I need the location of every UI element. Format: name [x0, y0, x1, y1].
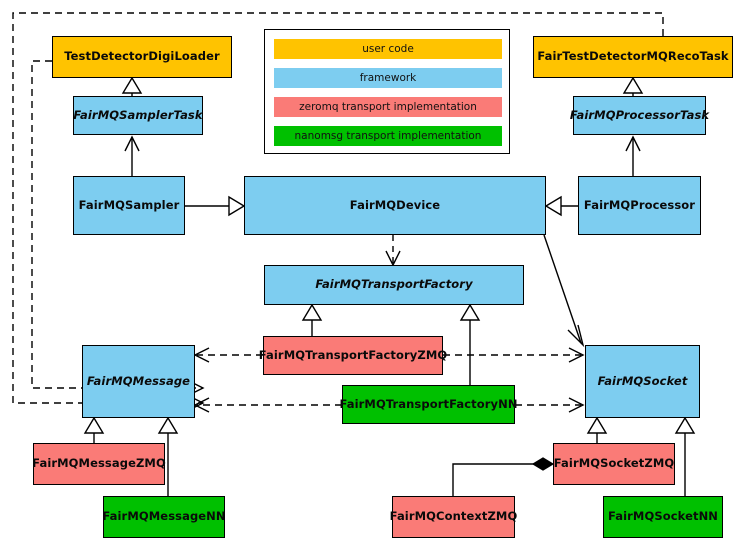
edge-sampler-to-samplertask — [124, 135, 140, 176]
edge-socketnn-to-socket — [674, 416, 696, 496]
class-label: FairMQTransportFactory — [315, 277, 473, 292]
class-node-FairMQDevice[interactable]: FairMQDevice — [244, 176, 546, 235]
class-node-FairMQMessage[interactable]: FairMQMessage — [82, 345, 195, 418]
class-node-FairMQSamplerTask[interactable]: FairMQSamplerTask — [73, 96, 203, 135]
class-node-FairMQTransportFactoryNN[interactable]: FairMQTransportFactoryNN — [339, 385, 518, 424]
class-label: FairMQSampler — [78, 197, 180, 212]
edge-processor-to-processortask — [625, 135, 641, 176]
class-label: FairMQProcessor — [583, 197, 696, 212]
class-node-FairMQProcessorTask[interactable]: FairMQProcessorTask — [569, 96, 710, 135]
edge-socketzmq-to-socket — [586, 416, 608, 443]
edge-sampler-to-device — [185, 195, 246, 217]
edge-device-to-socket — [543, 234, 585, 348]
class-node-FairMQProcessor[interactable]: FairMQProcessor — [578, 176, 701, 235]
class-label: FairMQMessageZMQ — [32, 456, 166, 471]
class-label: FairMQSamplerTask — [73, 107, 203, 122]
class-node-FairMQContextZMQ[interactable]: FairMQContextZMQ — [389, 496, 518, 538]
edge-messagezmq-to-message — [83, 416, 105, 443]
legend-item-user-code: user code — [274, 39, 502, 59]
legend-item-framework: framework — [274, 68, 502, 88]
edge-device-to-transportfactory — [385, 235, 401, 267]
class-node-FairMQTransportFactoryZMQ[interactable]: FairMQTransportFactoryZMQ — [259, 336, 447, 375]
class-label: TestDetectorDigiLoader — [64, 49, 220, 64]
legend-label-nanomsg: nanomsg transport implementation — [294, 130, 482, 142]
class-label: FairMQSocketNN — [607, 509, 719, 524]
class-label: FairMQSocketZMQ — [553, 456, 675, 471]
legend-label-framework: framework — [359, 72, 417, 84]
class-label: FairMQMessageNN — [102, 509, 226, 524]
class-node-FairMQSampler[interactable]: FairMQSampler — [73, 176, 185, 235]
edge-samplertask-to-digiloader — [121, 76, 143, 96]
legend-label-zeromq: zeromq transport implementation — [299, 101, 477, 113]
class-node-TestDetectorDigiLoader[interactable]: TestDetectorDigiLoader — [52, 36, 232, 78]
class-label: FairMQDevice — [349, 197, 441, 212]
class-label: FairMQContextZMQ — [389, 509, 518, 524]
class-label: FairTestDetectorMQRecoTask — [537, 49, 729, 64]
class-label: FairMQTransportFactoryNN — [339, 396, 518, 411]
class-node-FairMQTransportFactory[interactable]: FairMQTransportFactory — [264, 265, 524, 305]
class-label: FairMQProcessorTask — [569, 107, 710, 122]
class-node-FairMQMessageZMQ[interactable]: FairMQMessageZMQ — [32, 443, 166, 485]
edge-processor-to-device — [544, 195, 578, 217]
legend-label-user-code: user code — [362, 43, 414, 55]
edge-processortask-to-recotask — [622, 76, 644, 96]
edge-contextzmq-to-socketzmq — [452, 457, 555, 496]
class-node-FairMQSocket[interactable]: FairMQSocket — [585, 345, 700, 418]
edge-tfnn-to-socket — [515, 397, 585, 413]
edge-tfnn-to-transportfactory — [459, 303, 481, 385]
legend: user code framework zeromq transport imp… — [264, 29, 510, 154]
edge-tfzmq-to-message — [193, 347, 263, 363]
edge-tfzmq-to-transportfactory — [301, 303, 323, 336]
class-node-FairTestDetectorMQRecoTask[interactable]: FairTestDetectorMQRecoTask — [533, 36, 733, 78]
edge-tfzmq-to-socket — [443, 347, 585, 363]
legend-item-nanomsg: nanomsg transport implementation — [274, 126, 502, 146]
class-node-FairMQMessageNN[interactable]: FairMQMessageNN — [102, 496, 226, 538]
class-node-FairMQSocketNN[interactable]: FairMQSocketNN — [603, 496, 723, 538]
edge-tfnn-to-message — [193, 397, 342, 413]
class-label: FairMQSocket — [597, 373, 688, 388]
class-label: FairMQMessage — [86, 373, 191, 388]
legend-item-zeromq: zeromq transport implementation — [274, 97, 502, 117]
class-label: FairMQTransportFactoryZMQ — [258, 347, 448, 362]
class-node-FairMQSocketZMQ[interactable]: FairMQSocketZMQ — [553, 443, 675, 485]
